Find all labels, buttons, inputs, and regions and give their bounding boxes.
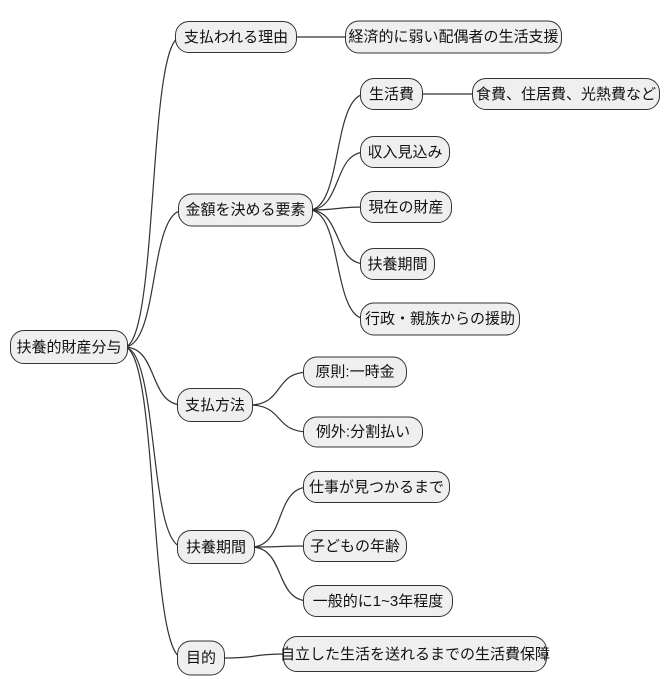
node-purpose: 目的 (177, 640, 225, 676)
node-support-period-factor: 扶養期間 (360, 248, 435, 280)
edge-root-purpose (123, 346, 184, 659)
node-child-age: 子どもの年齢 (303, 530, 407, 562)
node-expected-income: 収入見込み (360, 136, 450, 168)
node-payment-reason: 支払われる理由 (175, 21, 297, 53)
edge-period-job (250, 486, 310, 548)
edge-purpose-guarantee (220, 653, 290, 659)
edge-amount-assets (308, 206, 367, 211)
edge-root-method (123, 346, 184, 406)
edge-amount-period (308, 209, 367, 265)
node-installment: 例外:分割払い (303, 416, 423, 448)
node-food-housing-utilities: 食費、住居費、光熱費など (472, 78, 660, 110)
node-livelihood-guarantee: 自立した生活を送れるまでの生活費保障 (280, 636, 550, 672)
edge-period-years (250, 546, 310, 602)
node-government-family-aid: 行政・親族からの援助 (360, 302, 520, 336)
node-current-assets: 現在の財産 (360, 191, 452, 223)
edge-root-reason (123, 36, 182, 348)
node-one-to-three-years: 一般的に1~3年程度 (303, 585, 453, 617)
edge-amount-aid (308, 209, 367, 320)
edge-amount-income (308, 151, 367, 211)
node-payment-method: 支払方法 (177, 388, 253, 422)
node-lump-sum: 原則:一時金 (303, 356, 407, 388)
node-living-expenses: 生活費 (360, 78, 423, 110)
edge-root-amount (123, 209, 185, 348)
node-amount-factors: 金額を決める要素 (178, 193, 313, 227)
edge-root-period (123, 346, 184, 548)
node-spouse-support: 経済的に弱い配偶者の生活支援 (345, 20, 562, 54)
edge-period-childage (250, 545, 310, 548)
edge-amount-living (308, 93, 367, 211)
node-support-period: 扶養期間 (177, 530, 255, 564)
edge-method-installment (248, 404, 310, 433)
edge-method-lumpsum (248, 371, 310, 406)
node-root: 扶養的財産分与 (10, 330, 128, 364)
node-until-job-found: 仕事が見つかるまで (303, 471, 450, 503)
